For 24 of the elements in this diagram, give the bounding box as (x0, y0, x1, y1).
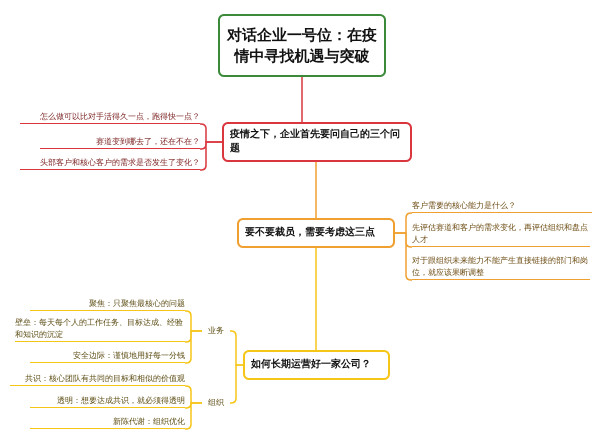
leaf-text: 新陈代谢：组织优化 (30, 415, 185, 429)
leaf-text: 头部客户和核心客户的需求是否发生了变化？ (20, 156, 200, 170)
connector-line (315, 248, 317, 350)
leaf-text: 赛道变到哪去了，还在不在？ (40, 135, 200, 149)
connector-line (184, 330, 202, 364)
branch-label: 业务 (202, 324, 230, 338)
leaf-text: 先评估赛道和客户的需求变化，再评估组织和盘点人才 (412, 221, 590, 247)
branch-box: 疫情之下，企业首先要问自己的三个问题 (222, 122, 412, 162)
connector-line (184, 402, 202, 430)
leaf-text: 壁垒：每天每个人的工作任务、目标达成、经验和知识的沉淀 (15, 316, 185, 342)
leaf-text: 客户需要的核心能力是什么？ (412, 199, 592, 213)
branch-label: 组织 (202, 396, 230, 410)
leaf-text: 聚焦：只聚焦最核心的问题 (30, 297, 185, 311)
connector-line (315, 162, 317, 218)
branch-box: 要不要裁员，需要考虑这三点 (237, 218, 395, 248)
leaf-text: 共识：核心团队有共同的目标和相似的价值观 (10, 372, 185, 386)
leaf-text: 对于跟组织未来能力不能产生直接链接的部门和岗位，就应该果断调整 (412, 254, 590, 280)
topic-box: 对话企业一号位：在疫情中寻找机遇与突破 (218, 14, 386, 77)
connector-line (200, 141, 222, 171)
leaf-text: 怎么做可以比对手活得久一点，跑得快一点？ (20, 110, 200, 124)
leaf-text: 透明：想要达成共识，就必须得透明 (30, 394, 185, 408)
leaf-text: 安全边际：谨慎地用好每一分钱 (30, 349, 185, 363)
branch-box: 如何长期运营好一家公司？ (243, 350, 390, 380)
connector-line (301, 77, 303, 122)
